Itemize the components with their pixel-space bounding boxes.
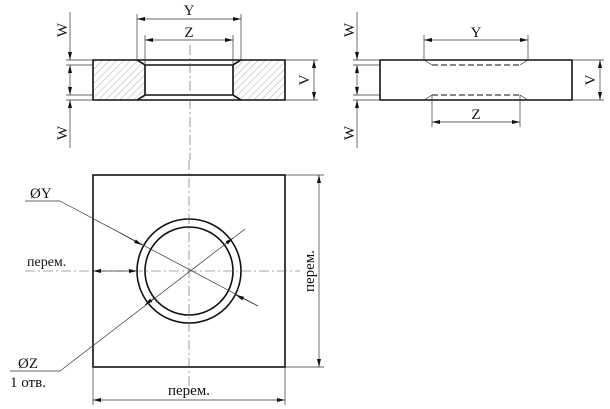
- side-view: Y Z W W V: [342, 12, 604, 148]
- side-dim-W-bottom-label: W: [342, 125, 358, 140]
- dim-Z-label: Z: [184, 25, 193, 41]
- dim-V-label: V: [297, 74, 313, 85]
- dim-height-label: перем.: [302, 250, 318, 292]
- dia-Y-label: ØY: [30, 186, 52, 202]
- dim-W-bottom-label: W: [55, 125, 71, 140]
- section-view: Y Z W W V: [55, 3, 318, 160]
- side-dim-Z-label: Z: [471, 107, 480, 123]
- dia-Z-label: ØZ: [18, 356, 38, 372]
- side-dim-V-label: V: [583, 74, 599, 85]
- dim-left-offset-label: перем.: [27, 255, 66, 270]
- holes-count-label: 1 отв.: [10, 375, 46, 391]
- side-dim-Y-label: Y: [471, 25, 482, 41]
- dim-W-top-label: W: [55, 22, 71, 37]
- side-dim-W-top-label: W: [342, 22, 358, 37]
- dim-Y-label: Y: [184, 3, 195, 19]
- dim-width-label: перем.: [168, 383, 210, 399]
- plan-view: перем. ØY ØZ 1 отв. перем. перем.: [10, 160, 324, 405]
